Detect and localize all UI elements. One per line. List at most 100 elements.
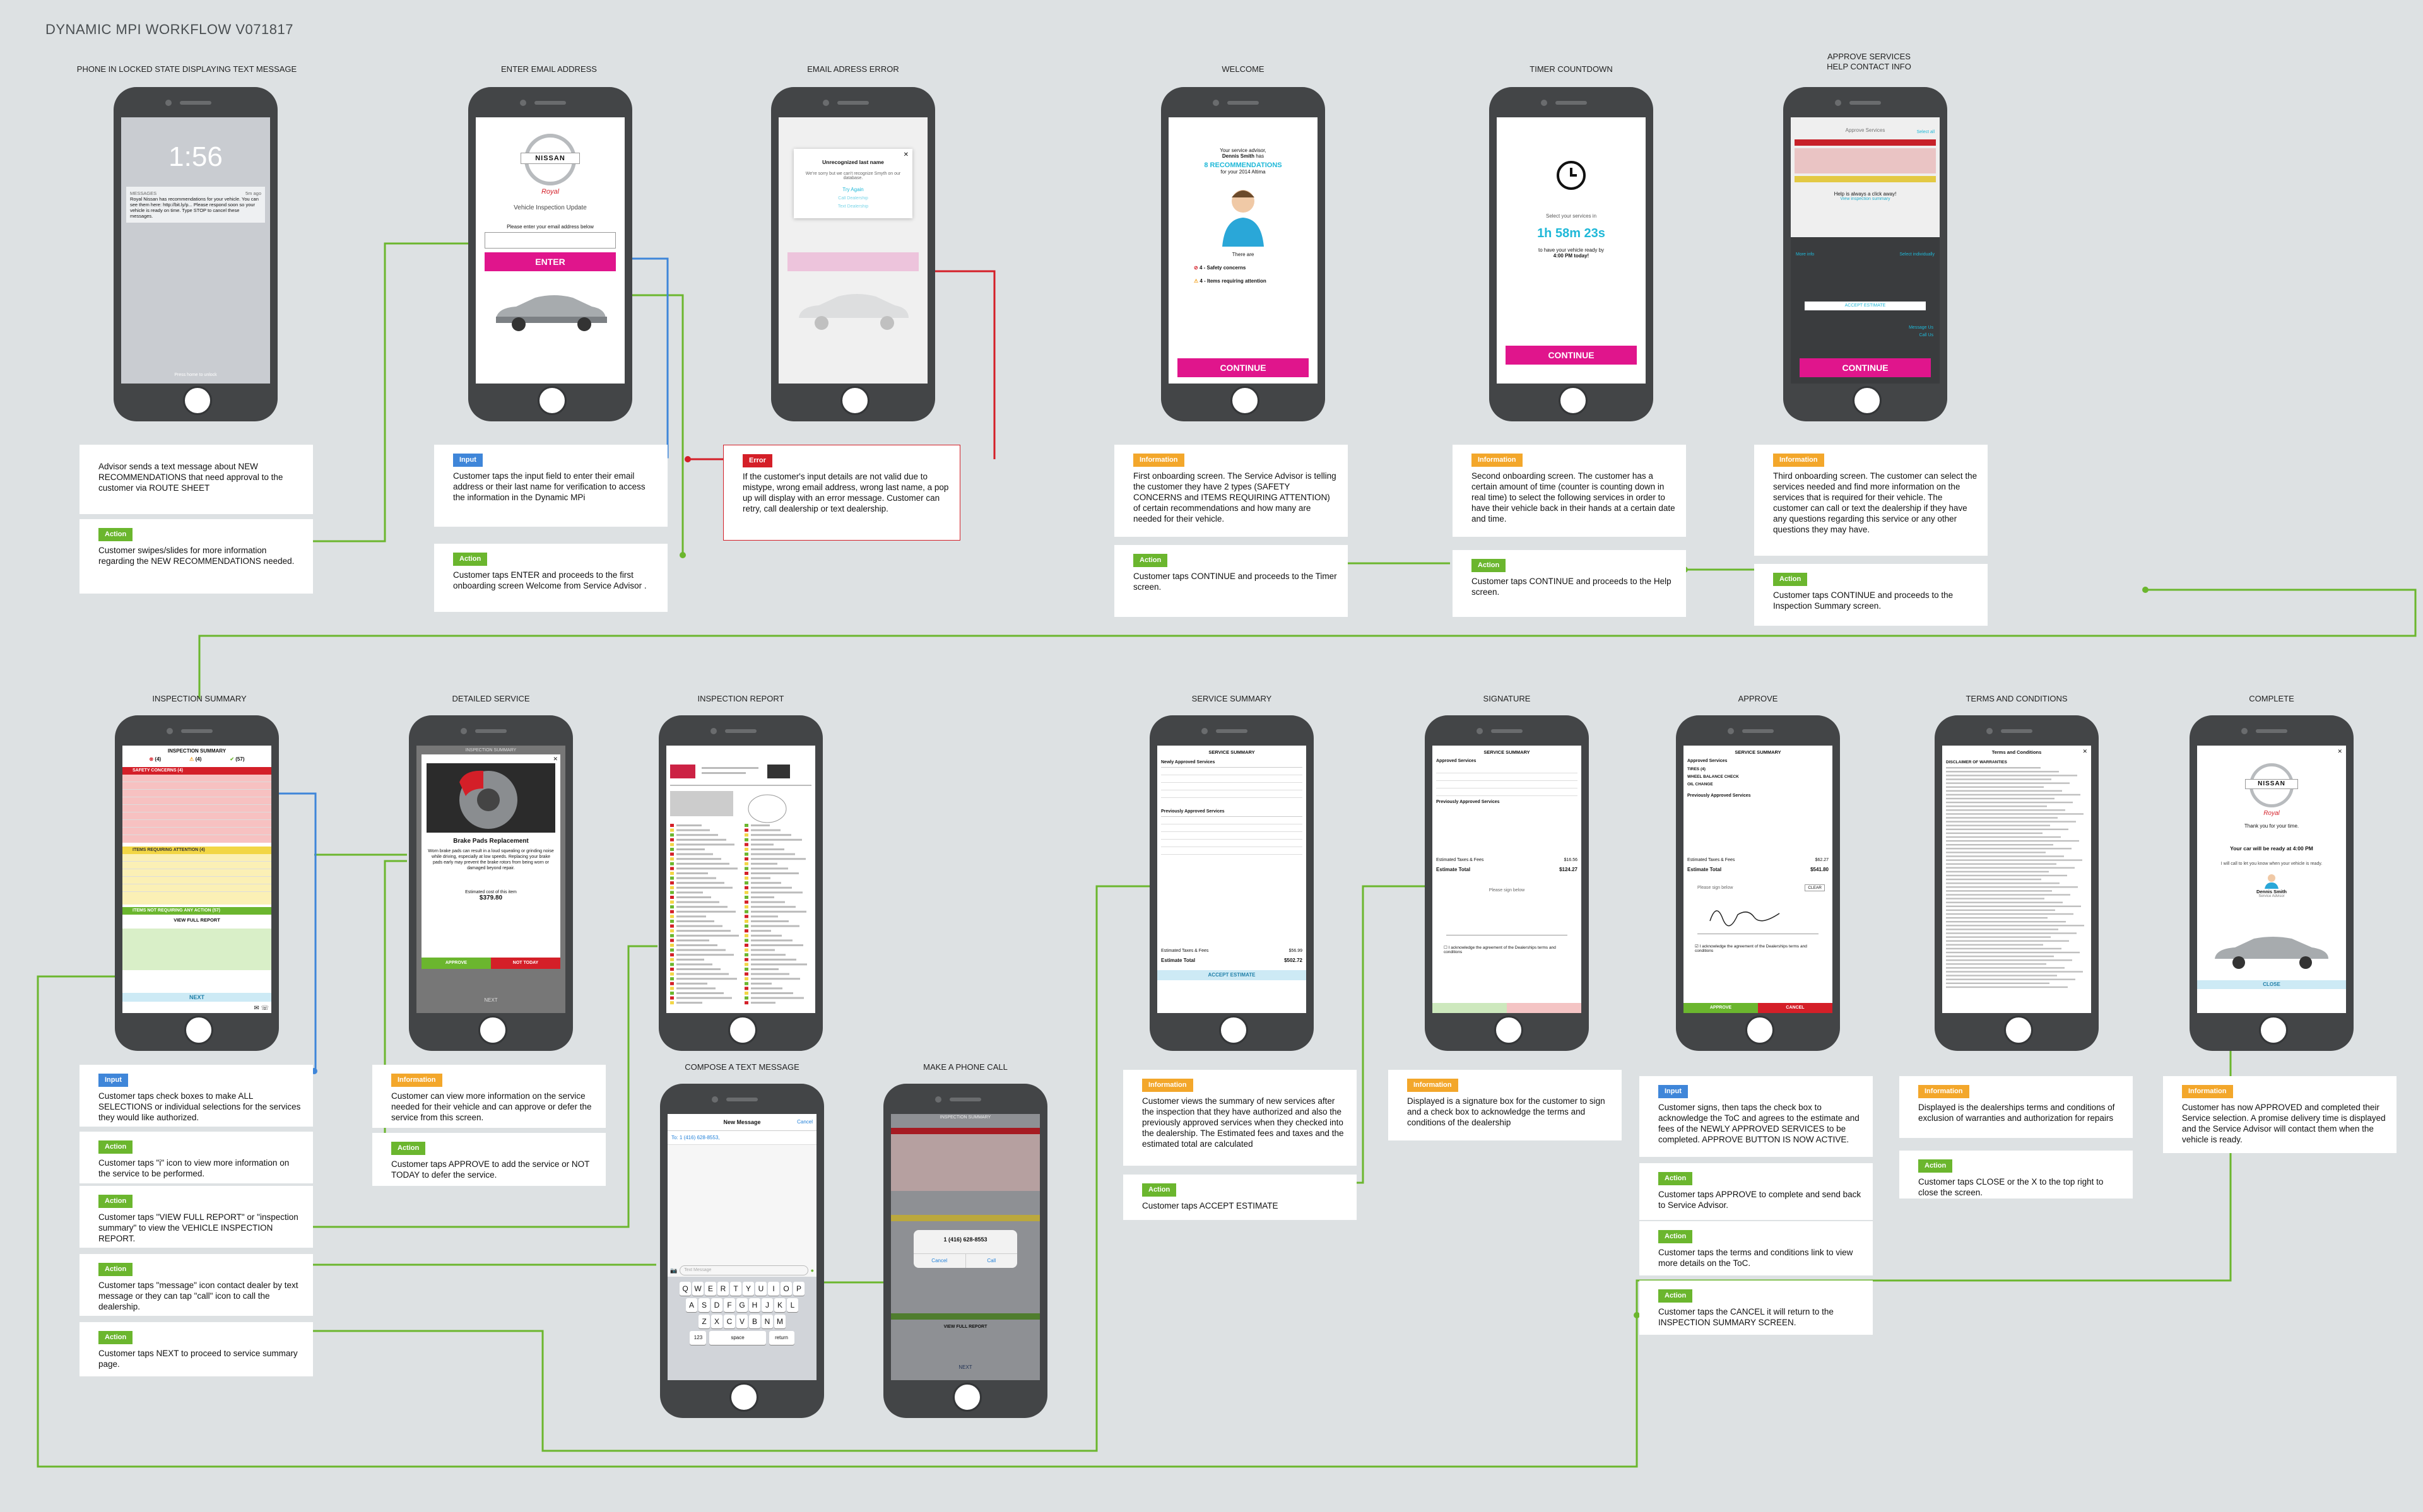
report-document[interactable] xyxy=(666,746,815,1013)
close-icon[interactable]: ✕ xyxy=(2082,748,2087,754)
clear-button[interactable]: CLEAR xyxy=(1805,884,1825,891)
no-action-bar[interactable]: ITEMS NOT REQUIRING ANY ACTION (57) xyxy=(122,907,271,915)
key[interactable]: Y xyxy=(743,1282,754,1296)
key[interactable]: S xyxy=(699,1298,710,1312)
signature-pad[interactable] xyxy=(1446,897,1567,935)
terms-header: Terms and Conditions xyxy=(1991,749,2042,755)
key[interactable]: C xyxy=(724,1315,735,1328)
view-full-report-link[interactable]: VIEW FULL REPORT xyxy=(174,917,220,923)
home-button[interactable] xyxy=(1853,386,1882,415)
home-button[interactable] xyxy=(1559,386,1588,415)
key[interactable]: O xyxy=(781,1282,792,1296)
close-icon[interactable]: ✕ xyxy=(553,756,558,762)
home-button[interactable] xyxy=(538,386,567,415)
key[interactable]: L xyxy=(787,1298,798,1312)
key[interactable]: M xyxy=(774,1315,786,1328)
key[interactable]: A xyxy=(686,1298,697,1312)
text-message-input[interactable]: Text Message xyxy=(680,1265,808,1275)
close-button[interactable]: CLOSE xyxy=(2197,980,2346,989)
terms-checkbox[interactable]: ☑ I acknowledge the agreement of the Dea… xyxy=(1695,944,1807,953)
not-today-button[interactable]: NOT TODAY xyxy=(491,958,560,969)
key[interactable]: H xyxy=(749,1298,760,1312)
camera-icon[interactable]: 📷 xyxy=(670,1267,678,1274)
accept-estimate-button[interactable]: ACCEPT ESTIMATE xyxy=(1157,970,1306,980)
enter-button[interactable]: ENTER xyxy=(485,252,616,271)
next-button[interactable]: NEXT xyxy=(958,1364,972,1370)
key[interactable]: G xyxy=(736,1298,748,1312)
home-button[interactable] xyxy=(1230,386,1259,415)
next-button[interactable]: NEXT xyxy=(122,993,271,1002)
signature-pad[interactable] xyxy=(1697,896,1819,934)
key[interactable]: D xyxy=(711,1298,722,1312)
brake-image xyxy=(427,763,555,833)
cancel-link[interactable]: Cancel xyxy=(797,1119,813,1125)
key[interactable]: J xyxy=(762,1298,773,1312)
home-button[interactable] xyxy=(183,386,212,415)
key[interactable]: W xyxy=(692,1282,704,1296)
call-dealership-link[interactable]: Call Dealership xyxy=(838,196,868,201)
send-icon[interactable]: ● xyxy=(810,1267,814,1274)
taxes-row: Estimated Taxes & Fees$62.27 xyxy=(1687,858,1829,862)
key[interactable]: N xyxy=(762,1315,773,1328)
key[interactable]: X xyxy=(711,1315,722,1328)
key[interactable]: I xyxy=(768,1282,779,1296)
space-key[interactable]: space xyxy=(709,1331,766,1345)
dealer-logo: Royal xyxy=(541,188,560,196)
recipient-field[interactable]: To: 1 (416) 628-8553, xyxy=(668,1131,817,1145)
attention-bar[interactable]: ITEMS REQUIRING ATTENTION (4) xyxy=(122,847,271,854)
home-button[interactable] xyxy=(1494,1016,1523,1045)
key[interactable]: K xyxy=(774,1298,786,1312)
key[interactable]: Z xyxy=(699,1315,710,1328)
continue-button[interactable]: CONTINUE xyxy=(1177,358,1309,377)
cancel-call-button[interactable]: Cancel xyxy=(914,1254,966,1268)
return-key[interactable]: return xyxy=(769,1331,794,1345)
home-button[interactable] xyxy=(2259,1016,2288,1045)
text-dealership-link[interactable]: Text Dealership xyxy=(837,204,869,209)
safety-concerns-bar[interactable]: SAFETY CONCERNS (4) xyxy=(122,767,271,775)
email-input[interactable] xyxy=(485,232,616,249)
key[interactable]: P xyxy=(793,1282,805,1296)
compose-header: New Message Cancel xyxy=(668,1114,817,1131)
key[interactable]: U xyxy=(755,1282,767,1296)
continue-button[interactable]: CONTINUE xyxy=(1506,346,1637,365)
home-button[interactable] xyxy=(184,1016,213,1045)
home-button[interactable] xyxy=(729,1383,758,1412)
view-summary-link[interactable]: View inspection summary xyxy=(1840,197,1890,201)
close-icon[interactable]: ✕ xyxy=(903,151,909,158)
error-body: We're sorry but we can't recognize Smyth… xyxy=(805,172,901,180)
try-again-link[interactable]: Try Again xyxy=(842,187,864,192)
key[interactable]: Q xyxy=(680,1282,691,1296)
continue-button[interactable]: CONTINUE xyxy=(1800,358,1931,377)
key[interactable]: R xyxy=(717,1282,729,1296)
terms-checkbox[interactable]: ☐ I acknowledge the agreement of the Dea… xyxy=(1444,946,1556,954)
home-button[interactable] xyxy=(1745,1016,1774,1045)
call-button[interactable]: Call xyxy=(987,1258,996,1263)
view-full-report-link[interactable]: VIEW FULL REPORT xyxy=(943,1325,987,1329)
approve-button[interactable]: APPROVE xyxy=(422,958,491,969)
home-button[interactable] xyxy=(728,1016,757,1045)
cancel-button[interactable]: CANCEL xyxy=(1758,1003,1832,1013)
home-button[interactable] xyxy=(953,1383,982,1412)
compose-text-screen: New Message Cancel To: 1 (416) 628-8553,… xyxy=(668,1114,817,1380)
key[interactable]: E xyxy=(705,1282,716,1296)
key[interactable]: B xyxy=(749,1315,760,1328)
key[interactable]: F xyxy=(724,1298,735,1312)
flow-enter-to-welcome xyxy=(611,294,684,555)
approve-button[interactable]: APPROVE xyxy=(1683,1003,1758,1013)
close-icon[interactable]: ✕ xyxy=(2337,748,2342,754)
home-button[interactable] xyxy=(2004,1016,2033,1045)
home-button[interactable] xyxy=(478,1016,507,1045)
home-button[interactable] xyxy=(840,386,870,415)
key[interactable]: V xyxy=(736,1315,748,1328)
home-button[interactable] xyxy=(1219,1016,1248,1045)
key[interactable]: T xyxy=(730,1282,741,1296)
next-button[interactable]: NEXT xyxy=(484,997,498,1003)
message-call-icons[interactable]: ✉ ☏ xyxy=(254,1005,269,1012)
terms-section-title: DISCLAIMER OF WARRANTIES xyxy=(1946,760,2007,765)
help-screen: Approve Services Help is always a click … xyxy=(1791,117,1940,384)
